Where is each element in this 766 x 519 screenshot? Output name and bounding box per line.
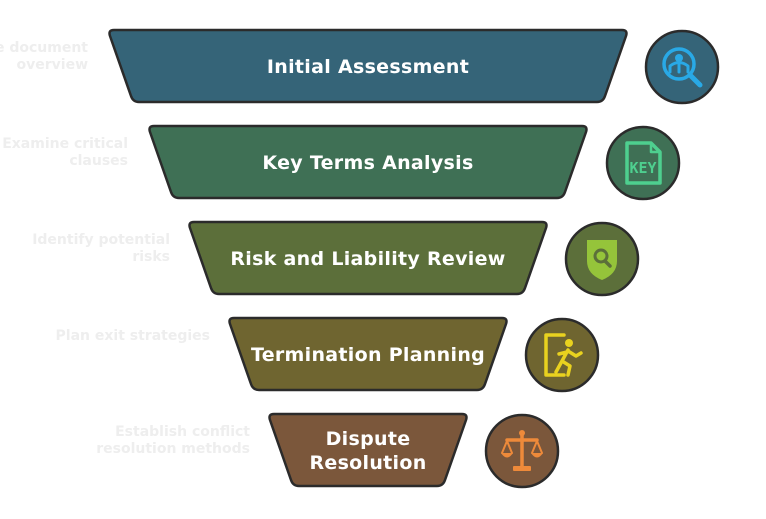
funnel-stage-shape	[108, 28, 628, 104]
funnel-stage-2: Key Terms Analysis Examine criticalclause…	[2, 124, 681, 201]
stage-note: risks	[132, 249, 170, 265]
stage-note: resolution methods	[96, 441, 250, 457]
stage-label: Resolution	[309, 452, 426, 474]
stage-note: Establish conflict	[115, 424, 250, 440]
funnel-stage-shape	[268, 412, 468, 488]
stage-label: Risk and Liability Review	[230, 248, 505, 270]
stage-note: Plan exit strategies	[56, 328, 210, 344]
stage-note: Examine critical	[2, 136, 128, 152]
stage-note: overview	[17, 57, 89, 73]
shield-search-icon	[564, 221, 640, 297]
funnel-stage-4: Termination Planning Plan exit strategies	[56, 316, 600, 393]
stage-note: clauses	[69, 153, 128, 169]
scales-icon	[484, 413, 560, 489]
stage-label: Initial Assessment	[267, 56, 469, 78]
stage-label: Key Terms Analysis	[262, 152, 473, 174]
stage-label: Dispute	[326, 428, 411, 450]
stage-label: Termination Planning	[251, 344, 485, 366]
exit-door-icon	[524, 317, 600, 393]
funnel-stage-shape	[228, 316, 508, 392]
key-file-icon: KEY	[605, 125, 681, 201]
stage-note: Identify potential	[32, 232, 170, 248]
key-glyph: KEY	[629, 159, 656, 177]
funnel-stage-shape	[148, 124, 588, 200]
funnel-stage-3: Risk and Liability Review Identify potent…	[32, 220, 640, 297]
funnel-stage-shape	[188, 220, 548, 296]
search-document-icon	[644, 29, 720, 105]
stage-note: te document	[0, 40, 88, 56]
